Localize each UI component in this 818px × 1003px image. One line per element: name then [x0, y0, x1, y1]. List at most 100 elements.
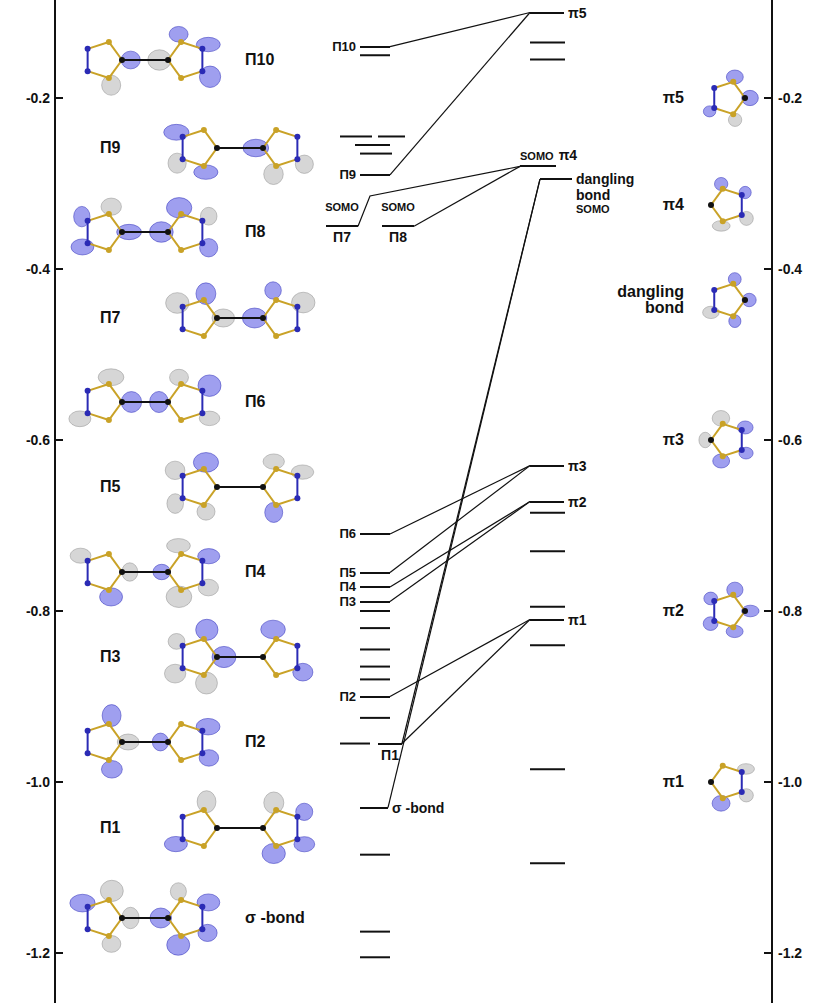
level-label: SOMO: [381, 201, 415, 214]
orbital-lobe: [196, 672, 218, 694]
atom: [85, 904, 91, 910]
orbital-lobe: [264, 164, 284, 185]
level-label: dangling bond: [576, 171, 642, 203]
level-bar: [360, 807, 388, 809]
bond: [296, 646, 298, 668]
level-label: π5: [568, 5, 587, 21]
orbital-picture: [703, 582, 759, 637]
atom: [178, 39, 184, 45]
atom: [180, 495, 186, 501]
level-bar: [360, 572, 390, 574]
axis-tick: [764, 439, 772, 441]
orbital-lobe: [293, 663, 313, 681]
level-bar: [530, 12, 564, 14]
orbital-lobe: [101, 761, 122, 778]
level-label: Π1: [381, 747, 399, 763]
axis-tick: [764, 268, 772, 270]
atom: [178, 211, 184, 217]
bond: [122, 741, 168, 743]
correlation-line: [390, 466, 530, 534]
correlation-line: [402, 620, 530, 744]
bond: [217, 317, 263, 319]
tick-label: -0.6: [778, 432, 802, 448]
atom: [294, 814, 300, 820]
atom: [739, 447, 745, 453]
atom: [730, 281, 736, 287]
orbital-lobe: [196, 37, 220, 51]
atom: [178, 247, 184, 253]
atom: [199, 926, 205, 932]
bond: [122, 401, 168, 403]
atom: [180, 156, 186, 162]
level-line: [340, 743, 370, 745]
orbital-lobe: [295, 155, 313, 173]
bond: [204, 148, 217, 166]
energy-level: SOMOΠ8: [381, 201, 415, 245]
atom: [730, 313, 736, 319]
bond: [181, 214, 202, 221]
atom: [85, 728, 91, 734]
atom: [106, 933, 112, 939]
bond: [181, 413, 202, 420]
bond: [109, 900, 122, 918]
atom: [214, 145, 220, 151]
bond: [168, 384, 181, 402]
bond: [276, 639, 297, 646]
level-line: [530, 644, 565, 646]
bond: [263, 130, 276, 148]
tick-label: -1.2: [26, 945, 50, 961]
level-line: [360, 678, 390, 680]
atom: [708, 202, 714, 208]
orbital-label: Π4: [245, 564, 265, 580]
atom: [739, 192, 745, 198]
energy-level: π1: [530, 612, 587, 628]
orbital-picture: [164, 124, 314, 184]
bond: [122, 231, 168, 233]
bond: [204, 639, 217, 657]
orbital-lobe: [100, 880, 123, 901]
atom: [106, 417, 112, 423]
bond: [88, 724, 109, 731]
correlation-line: [390, 13, 530, 47]
orbital-lobe: [291, 465, 314, 479]
orbital-lobe: [170, 883, 186, 900]
atom: [201, 127, 207, 133]
bond: [168, 900, 181, 918]
bond: [122, 917, 168, 919]
orbital-lobe: [740, 211, 754, 225]
bond: [296, 307, 298, 329]
bond: [263, 469, 276, 487]
axis-tick: [764, 610, 772, 612]
atom: [106, 75, 112, 81]
bond: [109, 918, 122, 936]
bond: [168, 42, 181, 60]
bond: [276, 839, 297, 846]
orbital-lobe: [102, 75, 121, 95]
bond: [183, 839, 204, 846]
atom: [199, 558, 205, 564]
bond: [122, 59, 168, 61]
bond: [217, 147, 263, 149]
level-bar: [360, 533, 390, 535]
bond: [109, 742, 122, 760]
bond: [181, 929, 202, 936]
atom: [720, 186, 726, 192]
atom: [739, 769, 745, 775]
atom: [106, 381, 112, 387]
orbital-lobe: [164, 124, 189, 140]
atom: [273, 636, 279, 642]
atom: [85, 218, 91, 224]
atom: [214, 825, 220, 831]
atom: [273, 466, 279, 472]
orbital-lobe: [739, 186, 751, 198]
atom: [708, 779, 714, 785]
atom: [199, 68, 205, 74]
energy-level: Π2: [339, 690, 390, 704]
level-label: Π10: [332, 40, 356, 54]
level-bar: [360, 601, 390, 603]
atom: [199, 728, 205, 734]
tick-label: -0.8: [778, 603, 802, 619]
level-label: π2: [568, 494, 587, 510]
orbital-lobe: [168, 634, 185, 650]
orbital-picture: [165, 453, 314, 523]
